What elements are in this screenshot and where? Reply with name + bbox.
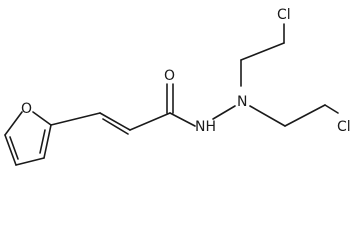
bond-furan-vinyl — [50, 112, 101, 126]
bond-vinyl-carbonyl — [129, 112, 171, 131]
bond-furan-c4-c5 — [4, 134, 17, 166]
bond-furan-double-c2-c3 — [39, 129, 46, 154]
bond-furan-c2-c3 — [43, 124, 52, 159]
bond-n-ethyl-down-1 — [249, 105, 286, 127]
bond-vinyl-double — [99, 112, 131, 131]
bond-furan-double-c4-c5 — [9, 136, 19, 160]
molecule-structure-diagram: O O NH N Cl Cl — [4, 7, 351, 166]
bond-ethyl-down-cl — [324, 104, 339, 114]
bond-furan-c5-o — [4, 111, 23, 136]
atom-chlorine-bottom: Cl — [337, 119, 351, 135]
bond-ethyl-up-2 — [240, 42, 285, 61]
bond-vinyl-double-inner — [102, 118, 129, 135]
bond-ethyl-down-2 — [284, 104, 326, 127]
bond-nh-n — [212, 105, 236, 120]
atom-oxygen-furan: O — [21, 101, 32, 117]
atom-oxygen-carbonyl: O — [164, 68, 175, 84]
atom-nitrogen-tertiary: N — [237, 94, 247, 110]
atom-chlorine-top: Cl — [277, 7, 291, 23]
bond-carbonyl-nh — [169, 112, 196, 127]
atom-nitrogen-amide: NH — [195, 119, 216, 135]
bond-furan-c3-c4 — [15, 157, 45, 166]
bond-furan-o-c2 — [32, 111, 52, 126]
